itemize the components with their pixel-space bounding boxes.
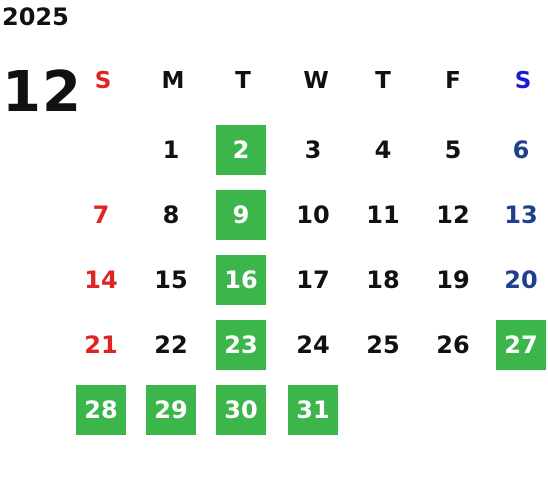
day-cell-14: 14 xyxy=(84,266,118,294)
day-cell-27-highlighted: 27 xyxy=(496,320,546,370)
day-cell-11: 11 xyxy=(366,201,400,229)
day-cell-20: 20 xyxy=(504,266,538,294)
day-cell-10: 10 xyxy=(296,201,330,229)
day-cell-6: 6 xyxy=(512,136,530,164)
day-cell-17: 17 xyxy=(296,266,330,294)
day-cell-19: 19 xyxy=(436,266,470,294)
day-cell-5: 5 xyxy=(444,136,462,164)
weekday-header-friday: F xyxy=(445,68,461,94)
day-cell-30-highlighted: 30 xyxy=(216,385,266,435)
day-cell-1: 1 xyxy=(162,136,180,164)
weekday-header-tuesday: T xyxy=(235,68,251,94)
day-cell-28-highlighted: 28 xyxy=(76,385,126,435)
day-cell-3: 3 xyxy=(304,136,322,164)
month-number: 12 xyxy=(2,60,82,125)
day-cell-18: 18 xyxy=(366,266,400,294)
weekday-header-sunday: S xyxy=(94,68,112,94)
year-label: 2025 xyxy=(2,3,69,31)
day-cell-9-highlighted: 9 xyxy=(216,190,266,240)
day-cell-24: 24 xyxy=(296,331,330,359)
day-cell-15: 15 xyxy=(154,266,188,294)
weekday-header-thursday: T xyxy=(375,68,391,94)
day-cell-8: 8 xyxy=(162,201,180,229)
weekday-header-wednesday: W xyxy=(303,68,329,94)
weekday-header-monday: M xyxy=(161,68,185,94)
day-cell-31-highlighted: 31 xyxy=(288,385,338,435)
day-cell-29-highlighted: 29 xyxy=(146,385,196,435)
day-cell-16-highlighted: 16 xyxy=(216,255,266,305)
day-cell-22: 22 xyxy=(154,331,188,359)
day-cell-23-highlighted: 23 xyxy=(216,320,266,370)
weekday-header-saturday: S xyxy=(514,68,532,94)
day-cell-21: 21 xyxy=(84,331,118,359)
day-cell-13: 13 xyxy=(504,201,538,229)
day-cell-2-highlighted: 2 xyxy=(216,125,266,175)
day-cell-25: 25 xyxy=(366,331,400,359)
day-cell-4: 4 xyxy=(374,136,392,164)
day-cell-12: 12 xyxy=(436,201,470,229)
day-cell-7: 7 xyxy=(92,201,110,229)
day-cell-26: 26 xyxy=(436,331,470,359)
